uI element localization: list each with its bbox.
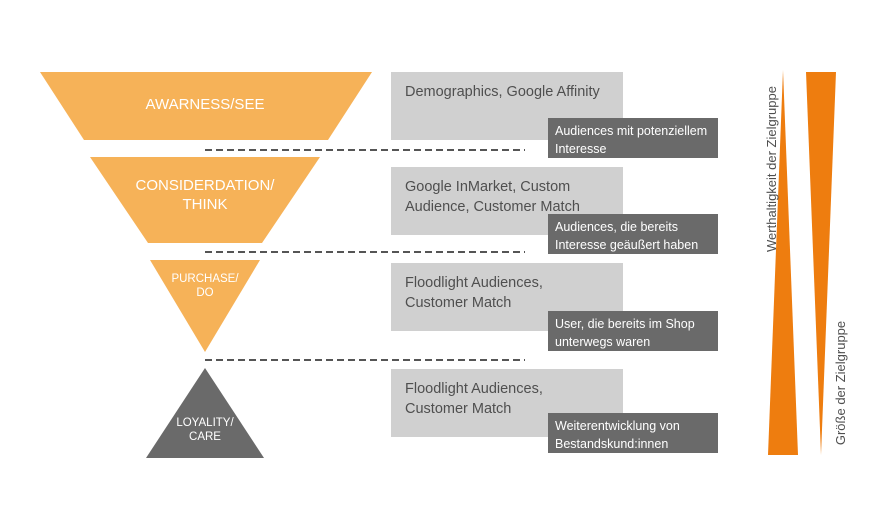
value-wedge: [768, 70, 798, 455]
stage-loyalty-shape: [146, 368, 264, 458]
stage-awareness-label: AWARNESS/SEE: [145, 96, 265, 113]
size-wedge: [806, 72, 836, 455]
audience-box-loyalty: Weiterentwicklung von Bestandskund:innen: [548, 413, 718, 453]
audience-box-purchase: User, die bereits im Shop unterwegs ware…: [548, 311, 718, 351]
audience-box-consideration: Audiences, die bereits Interesse geäußer…: [548, 214, 718, 254]
stage-purchase-label: PURCHASE/ DO: [171, 273, 239, 300]
value-axis-label: Werthaltigkeit der Zielgruppe: [764, 86, 779, 252]
stage-awareness-shape: [40, 72, 372, 140]
stage-purchase-shape: [150, 260, 260, 352]
size-axis-label: Größe der Zielgruppe: [833, 320, 848, 446]
stage-loyalty-label: LOYALITY/ CARE: [176, 417, 234, 444]
audience-box-awareness: Audiences mit potenziellem Interesse: [548, 118, 718, 158]
stage-consideration-shape: [90, 157, 320, 243]
stage-consideration-label: CONSIDERDATION/ THINK: [135, 177, 275, 213]
